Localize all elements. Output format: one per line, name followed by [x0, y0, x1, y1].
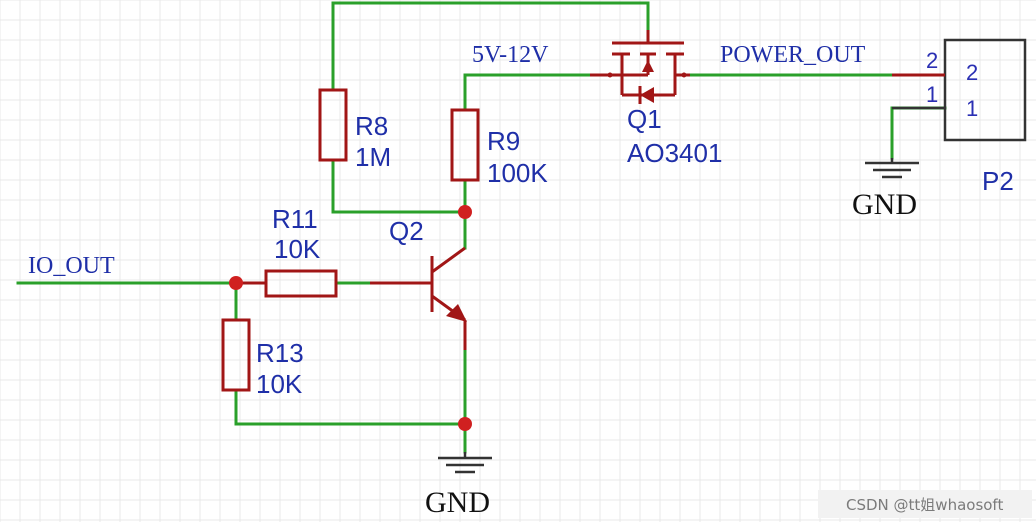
resistor-r13-body	[221, 318, 251, 392]
resistor-r11-body	[264, 269, 338, 298]
ground-label-connector: GND	[852, 188, 917, 221]
label-q1-part: AO3401	[627, 138, 722, 168]
label-r11-ref: R11	[272, 204, 318, 234]
label-r8-ref: R8	[355, 111, 388, 141]
label-r9-value: 100K	[487, 158, 548, 188]
label-q2-ref: Q2	[389, 216, 424, 246]
p2-outer-pin-1-number: 1	[926, 82, 938, 107]
p2-pin-1-number: 1	[966, 96, 978, 121]
q1-drain-dot	[681, 72, 687, 78]
watermark-background	[818, 490, 1032, 518]
label-r8-value: 1M	[355, 142, 391, 172]
mosfet-q1-symbol	[590, 30, 690, 104]
wire-supply-net	[463, 73, 592, 112]
q1-source-dot	[607, 72, 613, 78]
q2-collector-lead	[431, 246, 466, 274]
label-q1-ref: Q1	[627, 104, 662, 134]
resistor-r8-body	[318, 88, 348, 162]
net-label-io-out: IO_OUT	[28, 253, 115, 279]
junction-io-out	[229, 276, 243, 290]
q1-body-arrow	[642, 60, 654, 72]
ground-symbol-transistor	[438, 452, 492, 474]
ground-symbol-connector	[865, 158, 919, 179]
p2-body	[943, 38, 1027, 142]
wire-top-loop	[331, 1, 650, 92]
ground-label-transistor: GND	[425, 486, 490, 519]
resistor-r9-body	[450, 108, 480, 182]
label-r13-ref: R13	[256, 338, 304, 368]
wires	[16, 1, 947, 454]
watermark-text: CSDN @tt姐whaosoft	[846, 496, 1003, 514]
q2-emitter-arrow	[446, 304, 467, 322]
q1-diode-triangle	[640, 87, 654, 103]
wire-r8-to-collector	[331, 158, 467, 214]
wire-r13-bottom	[234, 388, 467, 426]
junction-emitter	[458, 417, 472, 431]
p2-pin-2-number: 2	[966, 60, 978, 85]
p2-outer-pin-2-number: 2	[926, 48, 938, 73]
transistor-q2-symbol	[370, 246, 467, 350]
label-r13-value: 10K	[256, 369, 303, 399]
junction-collector	[458, 205, 472, 219]
label-r11-value: 10K	[274, 234, 321, 264]
connector-p2-symbol	[892, 38, 1027, 142]
label-p2-ref: P2	[982, 166, 1014, 196]
net-label-power-out: POWER_OUT	[720, 42, 866, 68]
label-r9-ref: R9	[487, 126, 520, 156]
net-label-supply: 5V-12V	[472, 42, 549, 68]
